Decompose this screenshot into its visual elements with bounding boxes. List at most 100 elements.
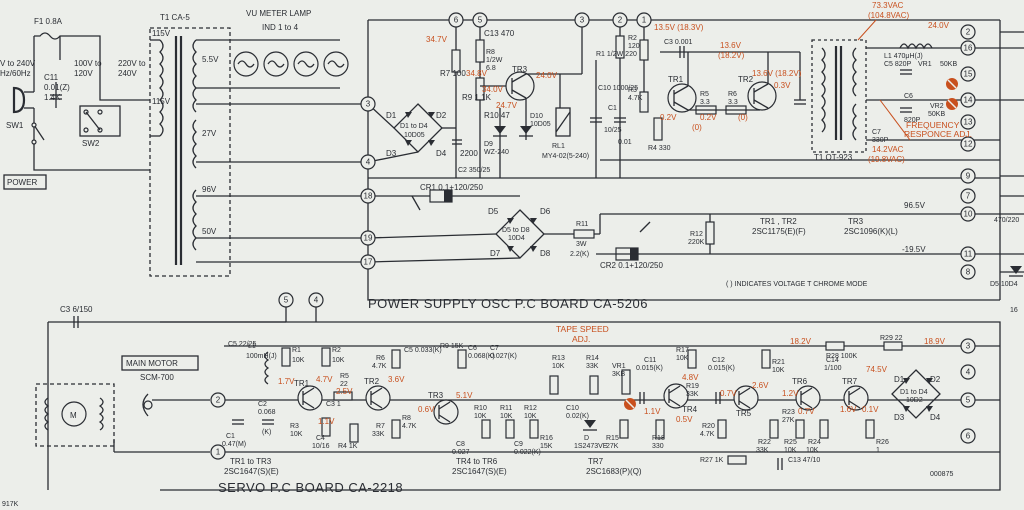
sv-36: 3.6V: [388, 375, 405, 384]
sb-c3: C3 6/150: [60, 305, 93, 314]
v-02a: 0.2V: [660, 113, 677, 122]
v-247: 24.7V: [496, 101, 518, 110]
transistor-tr1: [667, 83, 697, 113]
pb-d10: D10: [530, 113, 543, 120]
sb-r6: R6: [376, 355, 385, 362]
sb-d2: D2: [930, 375, 941, 384]
v-198: (19.8VAC): [868, 155, 905, 164]
vu-meter-lamps: [233, 51, 349, 77]
pb-d5-right: D5 10D4: [990, 281, 1018, 288]
sb-r24v: 10K: [806, 447, 819, 454]
sb-l1: L1: [248, 343, 256, 350]
lamp-subtitle: IND 1 to 4: [262, 23, 299, 32]
v-182: (18.2V): [718, 51, 745, 60]
sb-d4: D4: [930, 413, 941, 422]
sb-r6v: 4.7K: [372, 363, 387, 370]
sec-96-label: 96V: [202, 185, 217, 194]
sb-d14p: 10D2: [906, 397, 923, 404]
sec-50-label: 50V: [202, 227, 217, 236]
pb-d7: D7: [490, 249, 501, 258]
capacitor-c11: [50, 82, 62, 108]
svg-text:4: 4: [366, 158, 371, 167]
pb-d10p: 10D05: [530, 121, 551, 128]
pb-c1: C1: [608, 105, 617, 112]
sb-r16v: 15K: [540, 443, 553, 450]
sv-47: 4.7V: [316, 375, 333, 384]
sec-115b-label: 115V: [152, 97, 171, 106]
sb-tr4: TR4: [682, 405, 698, 414]
power-label-box: [3, 174, 47, 190]
sb-c11v: 0.015(K): [636, 365, 663, 372]
pb-r8v: 1/2W: [486, 57, 503, 64]
sb-c10: C10: [566, 405, 579, 412]
sb-tr3: TR3: [428, 391, 444, 400]
sb-r4: R4 1K: [338, 443, 358, 450]
servo-tr6: [795, 385, 821, 411]
sb-r3: R3: [290, 423, 299, 430]
sb-l1v: 100mH(J): [246, 353, 277, 360]
sb-c8: C8: [456, 441, 465, 448]
sb-r5v: 22: [340, 381, 348, 388]
sb-c3b: C3 1: [326, 401, 341, 408]
sv-11: 1.1V: [318, 417, 335, 426]
c11-resistor-value: 1.4K: [44, 93, 61, 102]
pb-rl1: RL1: [552, 143, 565, 150]
servo-board-title: SERVO P.C BOARD CA-2218: [218, 480, 403, 495]
servo-bridge-rectifier: [891, 369, 941, 419]
sb-d: D: [584, 435, 589, 442]
sb-r1v: 10K: [292, 357, 305, 364]
pb-d2: D2: [436, 111, 447, 120]
pb-c5: C5 820P: [884, 61, 912, 68]
sv-25: 2.5V: [336, 387, 353, 396]
sb-d3: D3: [894, 413, 905, 422]
sb-c1v: 0.47(M): [222, 441, 246, 448]
servo-tr4: [663, 383, 689, 409]
tap-220-label: 220V to: [118, 59, 146, 68]
servo-tr2: [365, 385, 391, 411]
svg-text:5: 5: [284, 296, 289, 305]
svg-text:12: 12: [964, 140, 973, 149]
pb-c7: C7: [872, 129, 881, 136]
pb-d1: D1: [386, 111, 397, 120]
power-transformer-t1: [149, 27, 231, 277]
transistor-tr3: [505, 71, 535, 101]
pb-vr2: VR2: [930, 103, 944, 110]
transformer-label: T1 CA-5: [160, 13, 190, 22]
sb-r10v: 10K: [474, 413, 487, 420]
pb-c6: C6: [904, 93, 913, 100]
sb-r21: R21: [772, 359, 785, 366]
sv-51: 5.1V: [456, 391, 473, 400]
sb-r9: R9 15K: [440, 343, 464, 350]
pb-d9p: WZ-240: [484, 149, 509, 156]
pb-vr2v: 50KB: [928, 111, 945, 118]
servo-board-outline: [160, 321, 1001, 491]
sb-r3v: 10K: [290, 431, 303, 438]
pb-c6v: 820P: [904, 117, 921, 124]
sb-r17: R17: [676, 347, 689, 354]
sb-r14: R14: [586, 355, 599, 362]
sb-r14v: 33K: [586, 363, 599, 370]
pb-c1b: 0.01: [618, 139, 632, 146]
sb-c7: C7: [490, 345, 499, 352]
v-240r: 24.0V: [928, 21, 950, 30]
sb-c12v: 0.015(K): [708, 365, 735, 372]
sb-tr7l: TR7: [588, 457, 604, 466]
pb-r8: R8: [486, 49, 495, 56]
svg-text:8: 8: [966, 268, 971, 277]
sb-c14v: 1/100: [824, 365, 842, 372]
pb-r2: R2: [628, 35, 637, 42]
pb-cr1: CR1 0.1+120/250: [420, 183, 483, 192]
v-733: 73.3VAC: [872, 1, 904, 10]
svg-text:2: 2: [966, 28, 971, 37]
svg-text:3: 3: [966, 342, 971, 351]
svg-text:16: 16: [964, 44, 973, 53]
svg-text:2: 2: [216, 396, 221, 405]
pb-r4: R4 330: [648, 145, 671, 152]
c11-value: 0.01(Z): [44, 83, 70, 92]
sb-c9: C9: [514, 441, 523, 448]
sb-r15v: 27K: [606, 443, 619, 450]
tape-speed-label2: ADJ.: [572, 334, 590, 344]
svg-text:15: 15: [964, 70, 973, 79]
svg-text:19: 19: [364, 234, 373, 243]
